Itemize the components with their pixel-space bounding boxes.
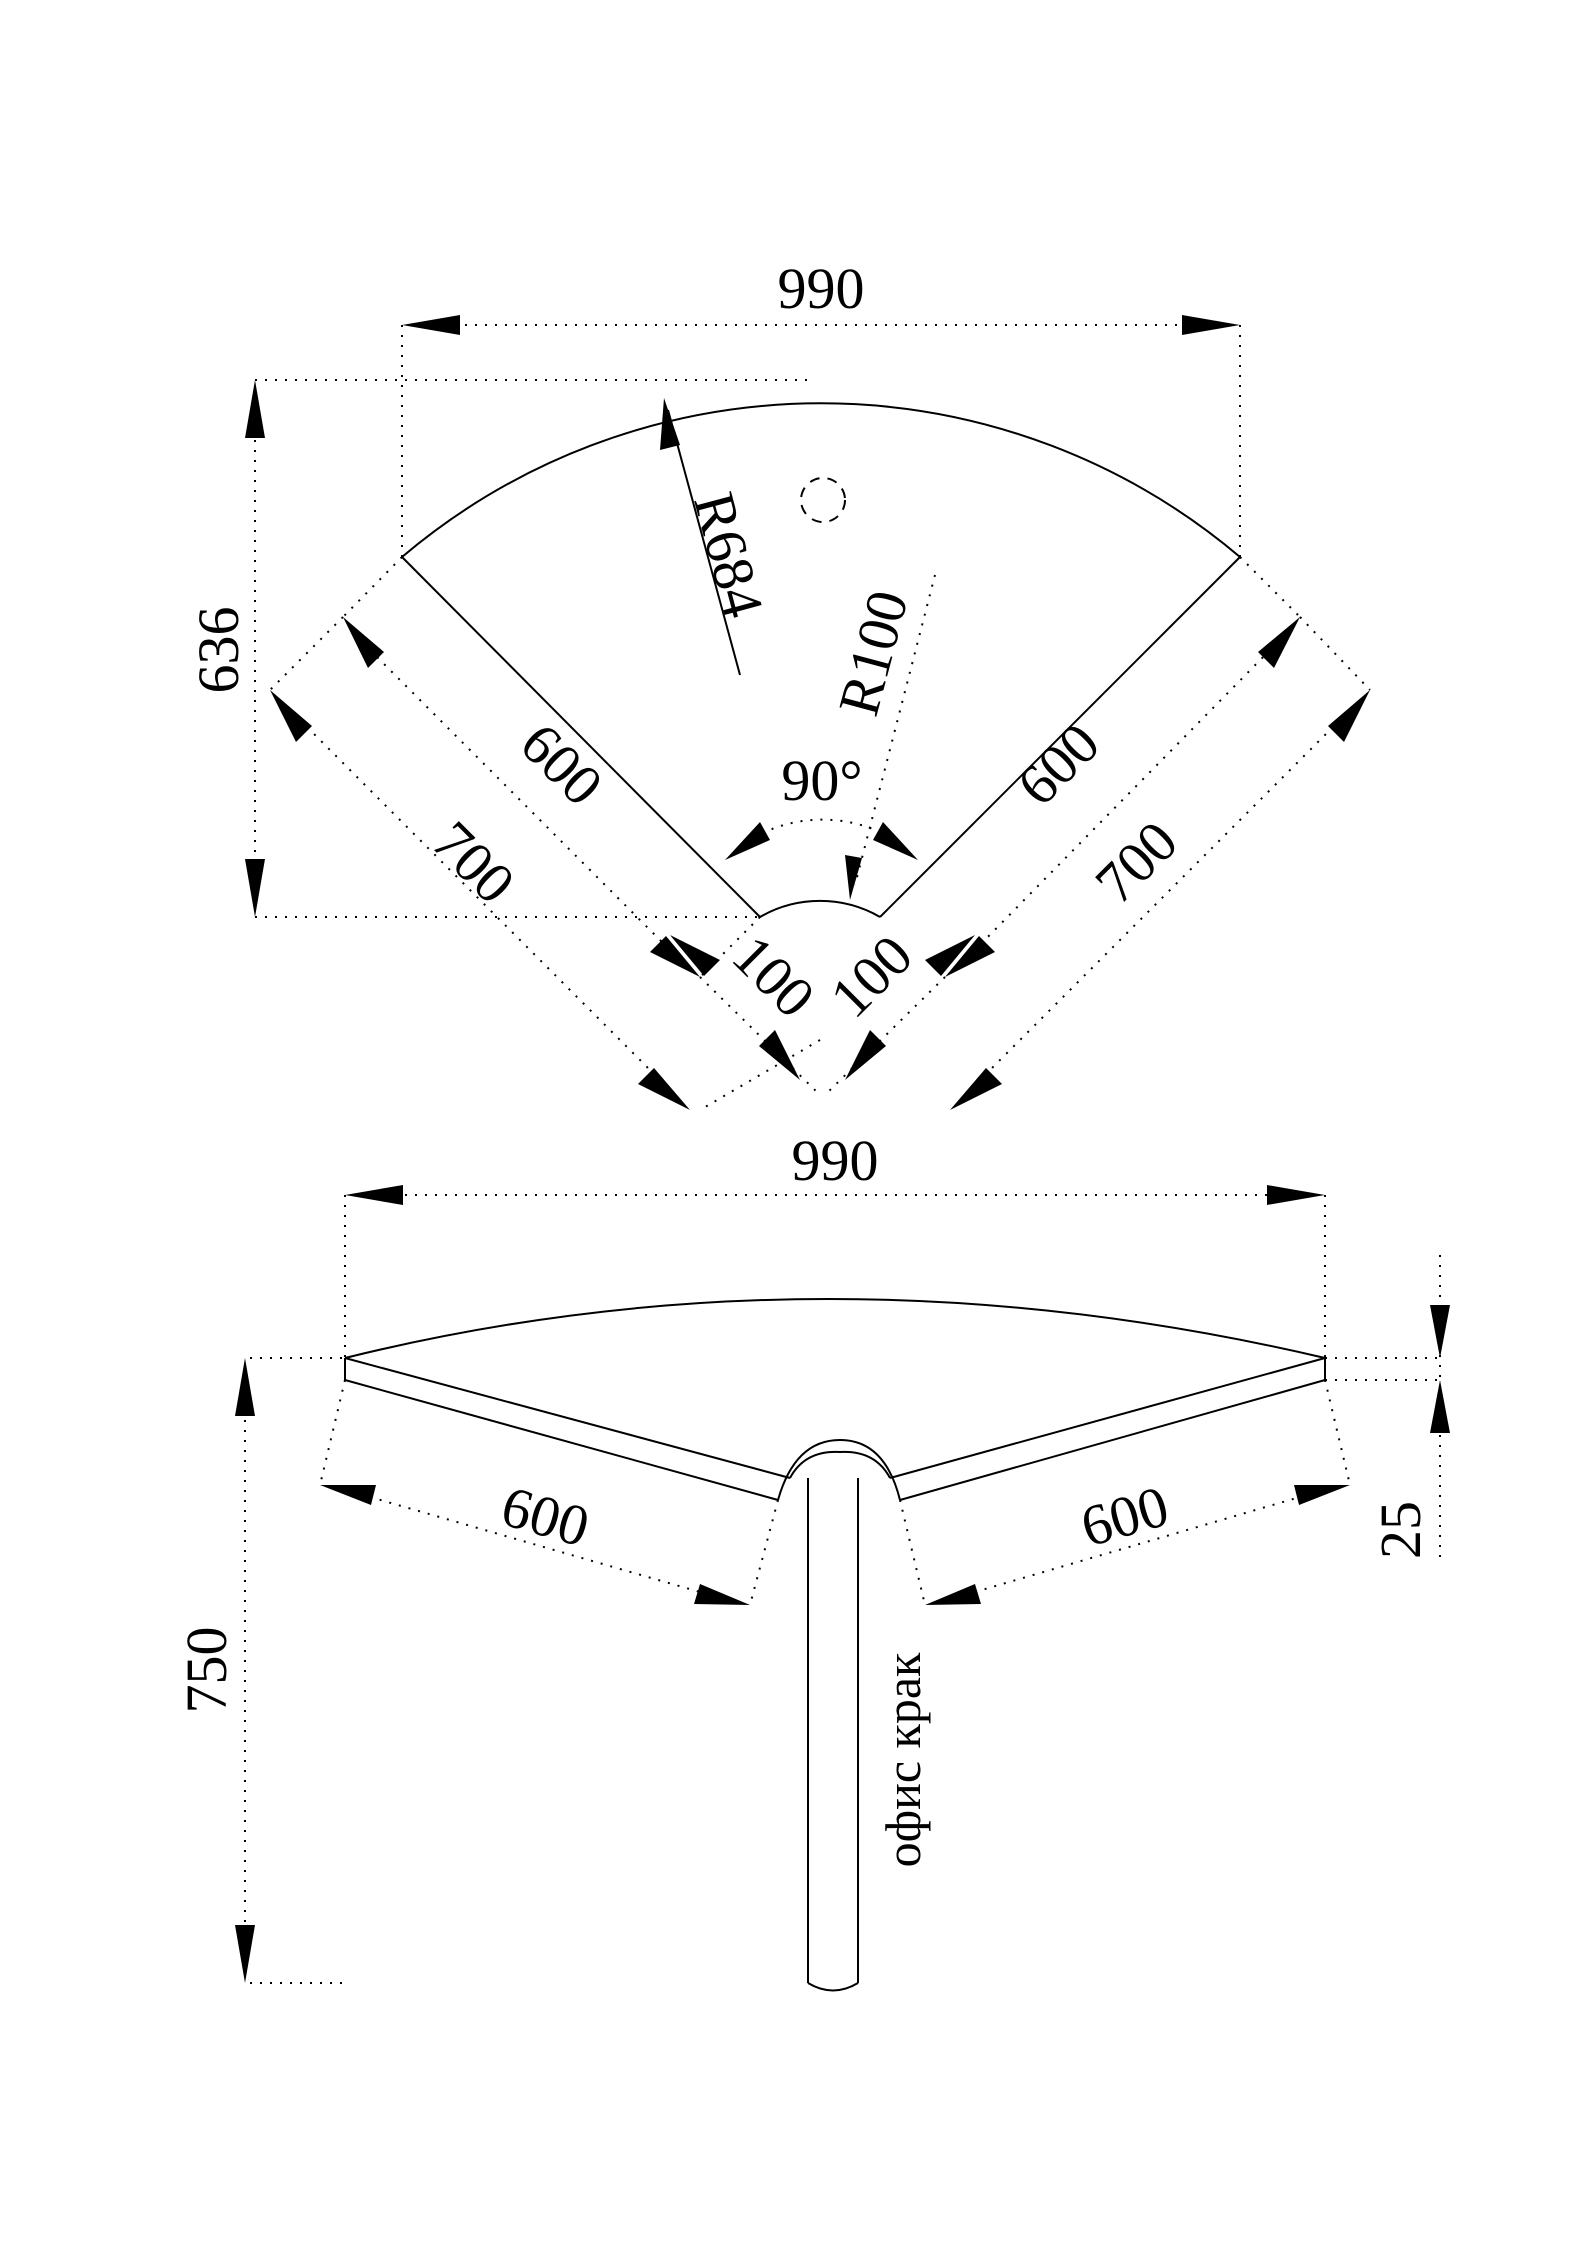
- angle-label: 90°: [781, 748, 862, 813]
- top-right-edge: [879, 556, 1241, 918]
- arrow-icon: [320, 1485, 376, 1505]
- arrow-down-icon: [245, 859, 265, 917]
- arrow-icon: [670, 935, 720, 976]
- front-left-top-edge: [344, 1357, 791, 1479]
- radius-outer-label: R684: [681, 486, 776, 624]
- arrow-icon: [950, 1068, 1002, 1110]
- top-left-edge: [401, 556, 761, 918]
- front-left-bottom-edge: [344, 1379, 779, 1501]
- arrow-radius-icon: [660, 398, 680, 450]
- arrow-down-icon: [235, 1925, 255, 1983]
- arrow-icon: [845, 1030, 886, 1080]
- front-left-600-ext-b: [749, 1499, 779, 1606]
- radius-inner-label: R100: [826, 584, 921, 722]
- left-600-ext-a: [342, 556, 403, 618]
- left-outer-label: 700: [420, 808, 527, 915]
- radius-inner-leader: [854, 574, 936, 886]
- right-100-dim-line: [824, 976, 946, 1096]
- front-left-600-ext-a: [319, 1379, 346, 1486]
- left-700-ext-a: [269, 616, 344, 691]
- arrow-right-icon: [1182, 315, 1240, 335]
- front-hub-outer: [777, 1438, 901, 1501]
- left-700-ext-b: [699, 1039, 821, 1111]
- front-width-label: 990: [792, 1128, 879, 1193]
- thickness-label: 25: [1368, 1501, 1433, 1559]
- front-left-side-label: 600: [495, 1473, 597, 1559]
- arrow-icon: [650, 936, 700, 977]
- top-outer-arc: [401, 402, 1241, 558]
- front-right-side-label: 600: [1074, 1473, 1176, 1559]
- right-700-ext-a: [1299, 616, 1371, 691]
- arrow-icon: [343, 617, 384, 668]
- arrow-right-icon: [1267, 1185, 1325, 1205]
- front-right-top-edge: [889, 1357, 1326, 1479]
- arrow-icon: [270, 690, 312, 742]
- top-view: 990 636 R684 R100 90° 600 700: [186, 256, 1371, 1111]
- right-outer-label: 700: [1082, 808, 1189, 915]
- left-600-dim-line: [369, 649, 671, 951]
- arrow-down-icon: [1430, 1305, 1450, 1358]
- top-inner-arc: [759, 899, 881, 918]
- arrow-icon: [925, 1584, 981, 1605]
- leg-foot: [807, 1982, 859, 1992]
- arrow-radius-inner-icon: [845, 855, 862, 900]
- front-right-bottom-edge: [899, 1379, 1326, 1501]
- front-right-600-ext-b: [899, 1499, 926, 1606]
- front-view: офис крак 990 750 25 600: [174, 1128, 1450, 1992]
- front-left-600-dim-line: [369, 1496, 701, 1593]
- left-100-dim-line: [699, 976, 821, 1096]
- left-inner-label: 600: [508, 710, 615, 817]
- leg-label: офис крак: [875, 1652, 931, 1867]
- arrow-icon: [1294, 1485, 1350, 1505]
- front-right-600-ext-a: [1324, 1379, 1351, 1486]
- arrow-icon: [638, 1068, 690, 1110]
- arrow-left-icon: [402, 315, 460, 335]
- arrow-icon: [1258, 617, 1300, 668]
- arrow-up-icon: [235, 1358, 255, 1416]
- front-hub-inner: [789, 1450, 891, 1479]
- right-600-dim-line: [974, 649, 1271, 951]
- arrow-up-icon: [245, 380, 265, 438]
- radius-outer-leader: [667, 409, 741, 676]
- arrow-angle-left-icon: [725, 822, 770, 860]
- top-depth-label: 636: [186, 607, 251, 694]
- arrow-angle-right-icon: [873, 822, 918, 860]
- arrow-icon: [945, 936, 995, 977]
- arrow-icon: [925, 935, 975, 976]
- arrow-left-icon: [345, 1185, 403, 1205]
- front-top-curve: [344, 1298, 1326, 1359]
- front-height-label: 750: [174, 1627, 239, 1714]
- arrow-icon: [759, 1030, 800, 1080]
- top-width-label: 990: [778, 256, 865, 321]
- right-600-ext-a: [1239, 556, 1301, 618]
- arrow-icon: [694, 1584, 750, 1605]
- arrow-icon: [1328, 690, 1370, 742]
- cable-hole-icon: [800, 477, 846, 523]
- arrow-up-icon: [1430, 1380, 1450, 1433]
- right-inner-label: 600: [1004, 710, 1111, 817]
